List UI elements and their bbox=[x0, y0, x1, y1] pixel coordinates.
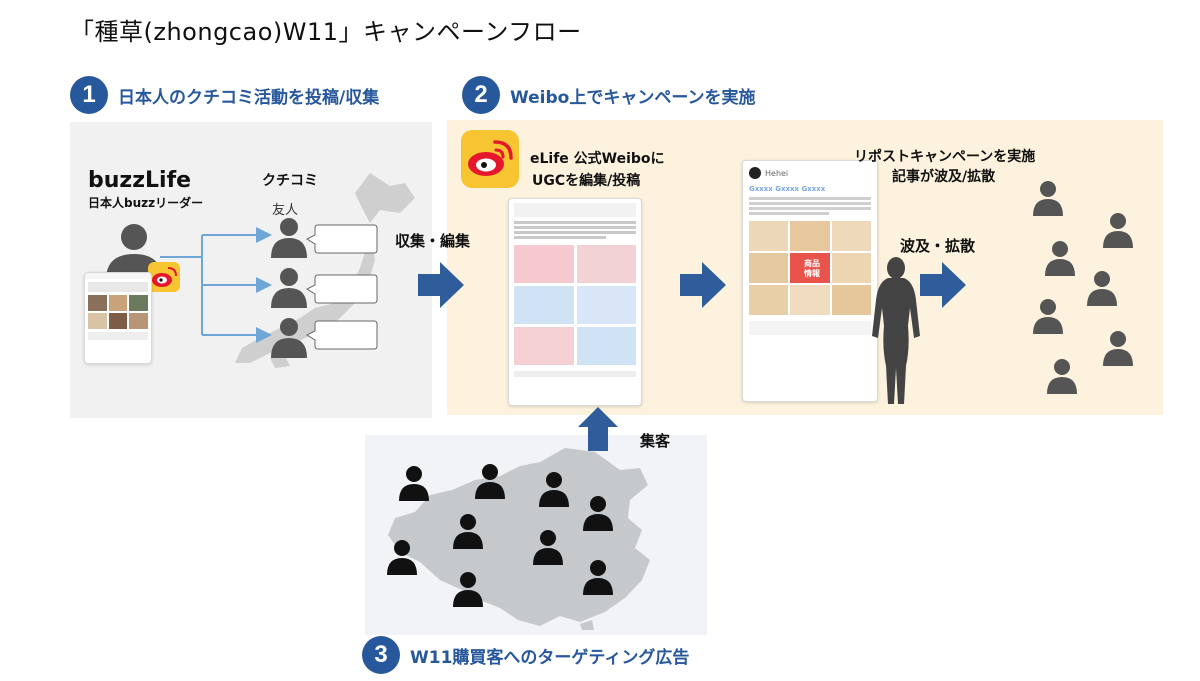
step-1-label: 日本人のクチコミ活動を投稿/収集 bbox=[118, 87, 380, 108]
step-3-label: W11購買客へのターゲティング広告 bbox=[410, 647, 690, 668]
china-customer-people bbox=[387, 464, 613, 607]
elife-caption-line1: eLife 公式Weiboに bbox=[530, 151, 665, 167]
step-2-header: 2 Weibo上でキャンペーンを実施 bbox=[462, 76, 756, 114]
friend-person-icon bbox=[271, 218, 307, 258]
card-headline: Gxxxx Gxxxx Gxxxx bbox=[749, 185, 826, 193]
person-icon bbox=[1045, 241, 1075, 276]
person-icon bbox=[387, 540, 417, 575]
person-icon bbox=[1103, 331, 1133, 366]
person-icon bbox=[583, 560, 613, 595]
step-1-header: 1 日本人のクチコミ活動を投稿/収集 bbox=[70, 76, 379, 114]
avatar bbox=[749, 167, 761, 179]
arrow-right-icon bbox=[920, 262, 966, 308]
collect-edit-label: 収集・編集 bbox=[395, 232, 471, 250]
person-icon bbox=[1033, 181, 1063, 216]
person-icon bbox=[533, 530, 563, 565]
buzzlife-phone-screenshot bbox=[84, 272, 152, 364]
person-icon bbox=[453, 572, 483, 607]
product-info-tag: 商品 情報 bbox=[804, 259, 820, 278]
friends-label: 友人 bbox=[272, 203, 299, 218]
person-icon bbox=[475, 464, 505, 499]
arrow-right-icon bbox=[680, 262, 726, 308]
spread-label: 波及・拡散 bbox=[900, 237, 976, 255]
japan-map-icon bbox=[235, 173, 415, 368]
person-icon bbox=[583, 496, 613, 531]
brand-subtitle: 日本人buzzリーダー bbox=[88, 196, 204, 210]
step-1-number: 1 bbox=[70, 76, 108, 114]
repost-caption-line1: リポストキャンペーンを実施 bbox=[854, 149, 1036, 165]
person-icon bbox=[1047, 359, 1077, 394]
brand-name: buzzLife bbox=[88, 168, 192, 193]
elife-weibo-post-screenshot bbox=[508, 198, 642, 406]
arrow-right-icon bbox=[418, 262, 464, 308]
repost-weibo-card: Hehei Gxxxx Gxxxx Gxxxx 商品 情報 bbox=[742, 160, 878, 402]
elife-caption-line2: UGCを編集/投稿 bbox=[532, 173, 641, 189]
speech-bubble-icon bbox=[306, 274, 378, 304]
page-title: 「種草(zhongcao)W11」キャンペーンフロー bbox=[70, 18, 582, 46]
weibo-logo-small-icon bbox=[148, 262, 180, 292]
friend-person-icon bbox=[271, 268, 307, 308]
card-username: Hehei bbox=[765, 168, 789, 178]
customers-label: 集客 bbox=[640, 432, 671, 450]
step-2-number: 2 bbox=[462, 76, 500, 114]
arrow-up-icon bbox=[578, 407, 618, 451]
friend-person-icon bbox=[271, 318, 307, 358]
person-icon bbox=[539, 472, 569, 507]
spread-audience-people bbox=[1033, 181, 1133, 394]
china-map-icon bbox=[388, 448, 650, 630]
kuchikomi-label: クチコミ bbox=[262, 173, 318, 189]
person-icon bbox=[1033, 299, 1063, 334]
person-icon bbox=[399, 466, 429, 501]
share-connector-lines bbox=[160, 227, 272, 343]
step-3-number: 3 bbox=[362, 636, 400, 674]
person-icon bbox=[1087, 271, 1117, 306]
person-icon bbox=[453, 514, 483, 549]
weibo-logo-icon bbox=[461, 130, 519, 188]
speech-bubble-icon bbox=[306, 320, 378, 350]
step-3-header: 3 W11購買客へのターゲティング広告 bbox=[362, 636, 689, 674]
repost-caption-line2: 記事が波及/拡散 bbox=[892, 169, 996, 185]
speech-bubble-icon bbox=[306, 224, 378, 254]
step-2-label: Weibo上でキャンペーンを実施 bbox=[510, 87, 756, 108]
woman-silhouette-icon bbox=[872, 257, 920, 404]
person-icon bbox=[1103, 213, 1133, 248]
